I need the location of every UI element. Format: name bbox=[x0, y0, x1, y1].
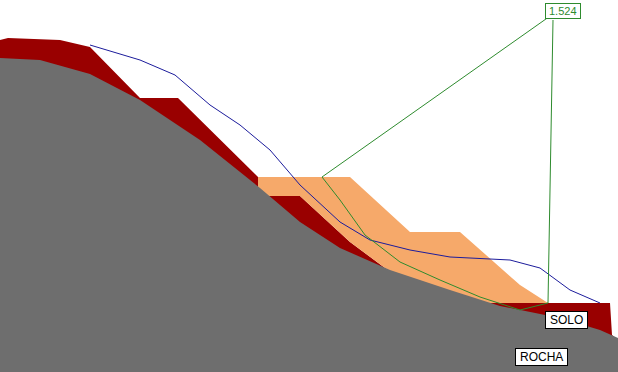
layer-label: SOLO bbox=[545, 311, 588, 329]
radius-line bbox=[322, 14, 553, 177]
safety-factor-box: 1.524 bbox=[545, 3, 581, 19]
box-text: ROCHA bbox=[520, 350, 563, 364]
box-text: 1.524 bbox=[549, 5, 577, 17]
soil-layer bbox=[0, 38, 618, 372]
box-text: SOLO bbox=[550, 313, 583, 327]
water-table-line bbox=[90, 45, 600, 303]
radius-line bbox=[548, 20, 553, 303]
slip-surface bbox=[322, 177, 548, 310]
rock-mass bbox=[0, 58, 618, 372]
layer-label: ROCHA bbox=[515, 348, 568, 366]
